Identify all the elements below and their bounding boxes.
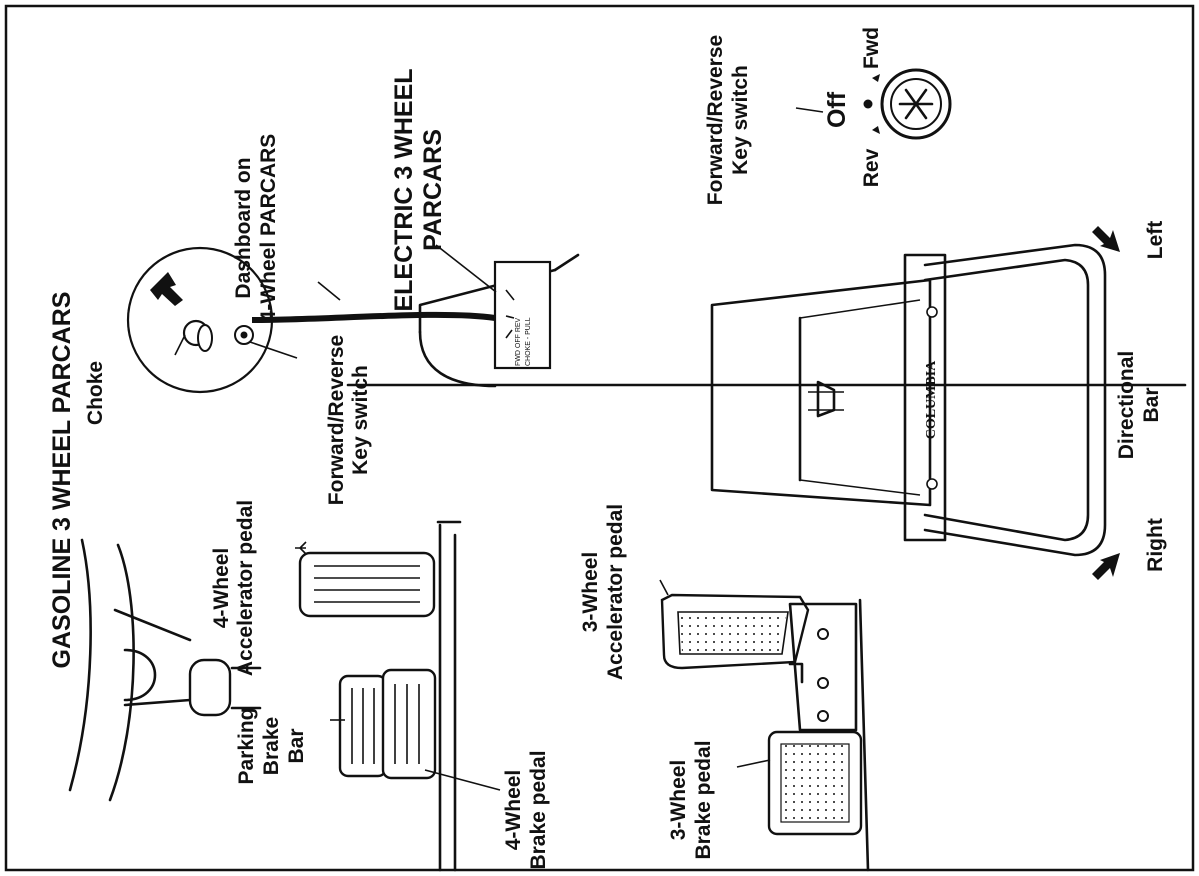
- brake-pedal-4-wheel: [381, 668, 437, 780]
- fr-key-b-label-1: Forward/Reverse: [704, 35, 727, 205]
- gasoline-title: GASOLINE 3 WHEEL PARCARS: [48, 292, 76, 669]
- acc4-label-1: 4-Wheel: [210, 548, 233, 629]
- parking-label-2: Brake: [260, 717, 283, 775]
- key-switch-dial: [863, 68, 952, 140]
- off-label: Off: [823, 91, 851, 128]
- directional-bar: [923, 243, 1107, 557]
- brake-pedal-3-wheel: [767, 730, 863, 836]
- dashboard-label-2: 4-Wheel PARCARS: [257, 134, 280, 323]
- pedal-mount-bracket: [788, 602, 858, 732]
- fr-key-label-1: Forward/Reverse: [325, 335, 348, 505]
- dashboard-inset-circle: [126, 246, 496, 394]
- diagram-border: [4, 4, 1195, 872]
- seat-back: COLUMBIA: [710, 253, 947, 542]
- choke-knob-icon: [182, 319, 213, 352]
- rev-label: Rev: [860, 148, 883, 187]
- cart-body-lines: [346, 253, 1187, 872]
- parking-label-3: Bar: [285, 728, 308, 763]
- directional-label-1: Directional: [1115, 351, 1138, 460]
- arrow-up-icon: [150, 272, 183, 306]
- acc4-label-2: Accelerator pedal: [234, 500, 257, 676]
- electric-title-2: PARCARS: [419, 129, 447, 251]
- fwd-label: Fwd: [860, 27, 883, 69]
- electric-title-1: ELECTRIC 3 WHEEL: [390, 68, 418, 311]
- accelerator-pedal-3-wheel: [660, 593, 810, 670]
- columbia-brand-text: COLUMBIA: [924, 360, 939, 439]
- right-label: Right: [1144, 518, 1167, 572]
- choke-label: Choke: [84, 361, 107, 425]
- acc3-label-2: Accelerator pedal: [604, 504, 627, 680]
- parking-label-1: Parking: [235, 707, 258, 784]
- fr-key-label-2: Key switch: [349, 365, 372, 475]
- panel-text-top: FWD OFF REV: [515, 317, 522, 366]
- turn-right-arrow-icon: [1092, 553, 1120, 580]
- steering-wheel: [68, 538, 262, 802]
- brake3-label-1: 3-Wheel: [667, 760, 690, 841]
- dashboard-panel: FWD OFF REV CHOKE - PULL: [493, 260, 552, 370]
- leader-lines: [174, 107, 824, 791]
- parking-brake-bar: [338, 674, 388, 778]
- panel-text-bottom: CHOKE - PULL: [525, 317, 532, 366]
- left-label: Left: [1144, 221, 1167, 260]
- accelerator-pedal-4-wheel: [298, 551, 436, 618]
- acc3-label-1: 3-Wheel: [579, 552, 602, 633]
- directional-label-2: Bar: [1140, 387, 1163, 422]
- brake4-label-1: 4-Wheel: [502, 770, 525, 851]
- key-switch-icon: [234, 325, 254, 345]
- turn-left-arrow-icon: [1092, 226, 1120, 252]
- columbia-logo-icon: [808, 380, 844, 418]
- fr-key-b-label-2: Key switch: [729, 65, 752, 175]
- brake3-label-2: Brake pedal: [692, 740, 715, 859]
- dashboard-label-1: Dashboard on: [232, 157, 255, 298]
- key-icon: [898, 88, 934, 120]
- brake4-label-2: Brake pedal: [527, 750, 550, 869]
